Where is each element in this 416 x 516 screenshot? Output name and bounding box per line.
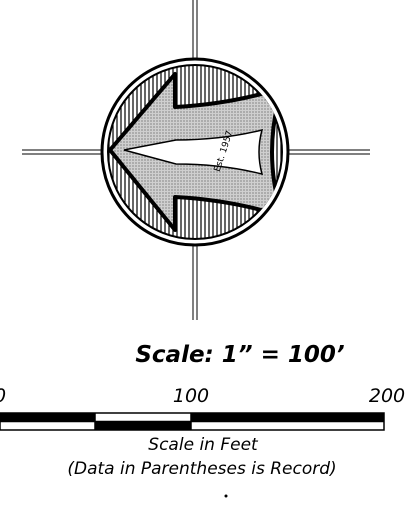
record-data-note: (Data in Parentheses is Record) <box>67 459 336 479</box>
scale-units-caption: Scale in Feet <box>148 435 259 455</box>
scale-tick-label-100: 100 <box>173 385 209 407</box>
scale-bar <box>0 412 385 431</box>
crosshair-lines <box>22 0 370 320</box>
north-arrow-emblem: Est. 1957 <box>100 57 290 247</box>
scale-title: Scale: 1” = 100’ <box>135 342 345 368</box>
scale-bar-segment <box>0 413 95 422</box>
scale-tick-label-200: 200 <box>369 385 405 407</box>
arrow-inner-core <box>123 128 264 176</box>
scale-bar-segment <box>95 421 191 430</box>
scale-bar-segment <box>191 413 384 422</box>
scale-tick-label-0: 0 <box>0 385 6 407</box>
stray-dot <box>224 494 228 498</box>
